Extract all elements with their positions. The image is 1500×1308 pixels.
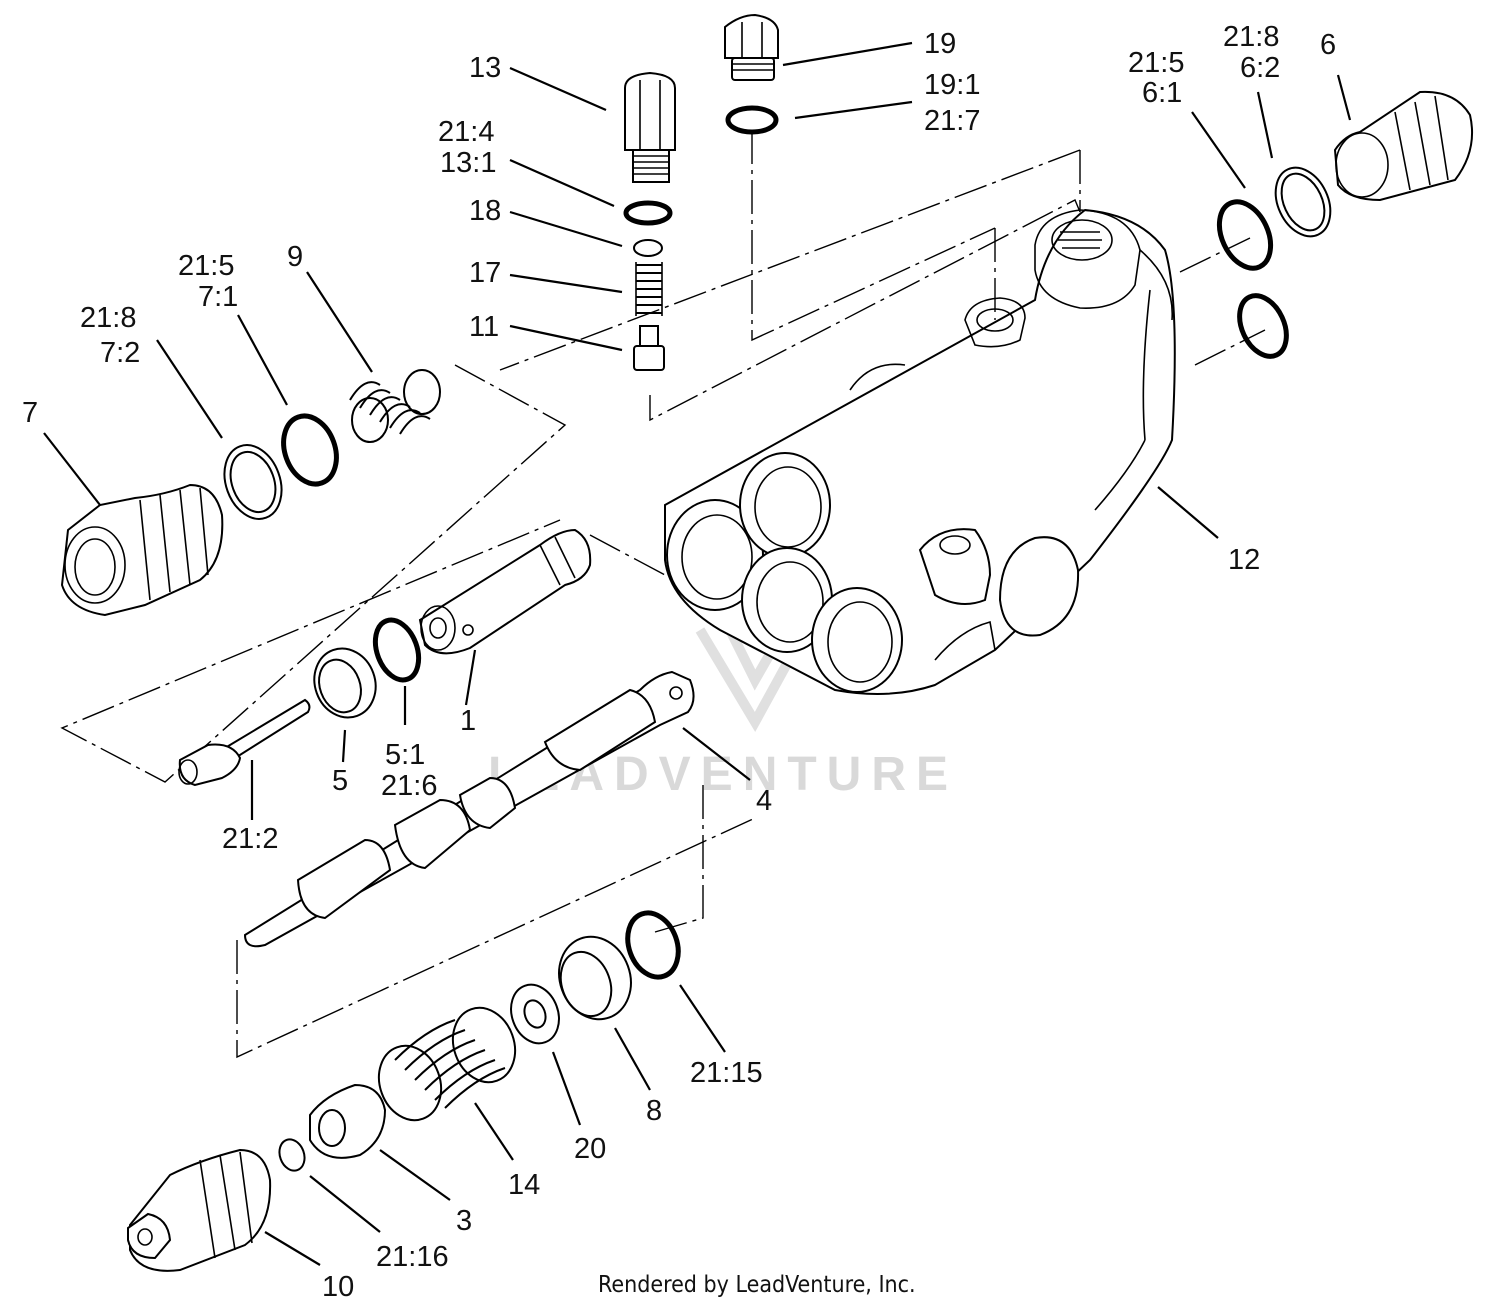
label-21-7: 21:7 <box>924 105 980 137</box>
label-13: 13 <box>469 52 501 84</box>
label-19-1: 19:1 <box>924 69 980 101</box>
label-21-6: 21:6 <box>381 770 437 802</box>
plug-19 <box>724 13 779 81</box>
label-21-2: 21:2 <box>222 823 278 855</box>
seal-8 <box>558 935 632 1021</box>
label-6-1: 6:1 <box>1142 77 1182 109</box>
o-ring-21-4 <box>623 200 673 226</box>
seal-5 <box>313 647 377 719</box>
spacer-3 <box>309 1083 387 1159</box>
label-21-15: 21:15 <box>690 1057 763 1089</box>
o-ring-21-15 <box>625 910 681 980</box>
pin-21-2 <box>178 698 311 787</box>
label-21-16: 21:16 <box>376 1241 449 1273</box>
label-21-4: 21:4 <box>438 116 494 148</box>
cap-10 <box>127 1148 272 1272</box>
spool-4 <box>243 670 695 948</box>
label-3: 3 <box>456 1205 472 1237</box>
label-1: 1 <box>460 705 476 737</box>
spring-17 <box>635 262 663 316</box>
relief-plug-7 <box>60 483 224 617</box>
label-7-1: 7:1 <box>198 281 238 313</box>
backup-ring-7-2 <box>223 444 283 520</box>
label-21-5-right: 21:5 <box>1128 47 1184 79</box>
label-5-1: 5:1 <box>385 739 425 771</box>
label-4: 4 <box>756 785 772 817</box>
label-7-2: 7:2 <box>100 337 140 369</box>
label-17: 17 <box>469 257 501 289</box>
spring-14 <box>377 1006 517 1122</box>
label-11: 11 <box>469 311 499 343</box>
label-13-1: 13:1 <box>440 147 496 179</box>
leader-lines <box>43 41 1352 1266</box>
label-21-5-left: 21:5 <box>178 250 234 282</box>
label-6-2: 6:2 <box>1240 52 1280 84</box>
label-21-8-left: 21:8 <box>80 302 136 334</box>
o-ring-21-16 <box>278 1138 306 1172</box>
poppet-11 <box>633 325 665 371</box>
relief-valve-cap <box>624 71 676 183</box>
label-7: 7 <box>22 397 38 429</box>
o-ring-5-1 <box>372 617 422 683</box>
label-21-8-right: 21:8 <box>1223 21 1279 53</box>
disc-18 <box>633 239 663 257</box>
valve-body <box>664 208 1176 695</box>
o-ring-19-1 <box>725 105 779 135</box>
relief-plug-6 <box>1333 90 1474 202</box>
label-19: 19 <box>924 28 956 60</box>
part-labels: 13 19 19:1 21:7 21:4 13:1 18 17 11 21:5 … <box>22 21 1336 1303</box>
label-5: 5 <box>332 765 348 797</box>
label-18: 18 <box>469 195 501 227</box>
o-ring-21-lower-right <box>1237 293 1289 359</box>
label-9: 9 <box>287 241 303 273</box>
sleeve-1 <box>418 528 592 655</box>
spring-9 <box>349 369 441 443</box>
backup-ring-6-2 <box>1274 166 1332 238</box>
label-12: 12 <box>1228 544 1260 576</box>
o-ring-6-1 <box>1216 199 1274 271</box>
label-6: 6 <box>1320 29 1336 61</box>
label-20: 20 <box>574 1133 606 1165</box>
label-10: 10 <box>322 1271 354 1303</box>
washer-20 <box>510 983 560 1045</box>
label-8: 8 <box>646 1095 662 1127</box>
label-14: 14 <box>508 1169 540 1201</box>
credit-text: Rendered by LeadVenture, Inc. <box>598 1272 916 1298</box>
o-ring-7-1 <box>281 413 339 487</box>
